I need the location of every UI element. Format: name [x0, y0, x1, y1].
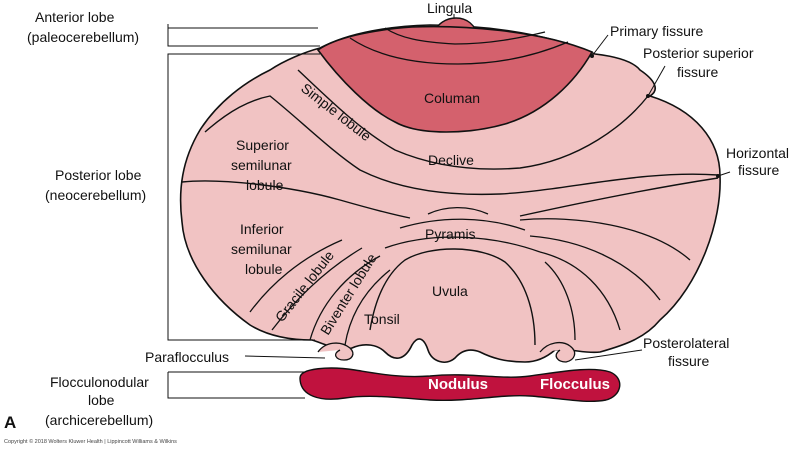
posterior-superior-fissure-line	[204, 95, 719, 196]
culmen-fold-2	[349, 37, 569, 65]
culmen-fold-1	[384, 27, 546, 45]
region-superior-2: semilunar	[231, 157, 292, 173]
label-posterolateral-2: fissure	[668, 353, 709, 369]
pyramis-fold-2	[399, 218, 526, 231]
label-horizontal-2: fissure	[738, 162, 779, 178]
uvula-right-fold	[544, 261, 576, 341]
region-superior-1: Superior	[236, 137, 289, 153]
region-flocculus: Flocculus	[540, 376, 610, 393]
horizontal-fissure-line	[181, 180, 411, 219]
label-horizontal: Horizontal	[726, 145, 789, 161]
label-lingula: Lingula	[427, 0, 472, 16]
region-inferior-2: semilunar	[231, 241, 292, 257]
culmen-shape	[316, 25, 594, 133]
pyramis-fold-top	[427, 206, 489, 215]
flocculonodular-bracket	[167, 371, 305, 399]
gracile-lobule-line-2	[271, 247, 363, 331]
primary-fissure-leader	[591, 34, 609, 57]
label-posterior-superior: Posterior superior	[643, 45, 754, 61]
posterior-superior-dot	[646, 94, 650, 98]
horizontal-fissure-dot	[716, 174, 720, 178]
horizontal-fissure-right	[519, 177, 719, 217]
paraflocculus-right	[539, 341, 576, 363]
pyramis-fold-right-3	[539, 251, 621, 331]
primary-fissure-dot	[590, 54, 594, 58]
region-inferior-3: lobule	[245, 261, 283, 277]
label-flocculonodular-2: lobe	[88, 392, 115, 408]
figure-letter: A	[4, 413, 16, 432]
region-tonsil: Tonsil	[364, 311, 400, 327]
region-nodulus: Nodulus	[428, 376, 488, 393]
paraflocculus-leader	[244, 355, 326, 359]
paraflocculus-left	[317, 342, 354, 361]
region-declive: Declive	[428, 152, 474, 168]
posterior-superior-leader	[647, 65, 666, 97]
region-inferior-1: Inferior	[240, 221, 284, 237]
region-superior-3: lobule	[246, 177, 284, 193]
label-posterolateral: Posterolateral	[643, 335, 729, 351]
pyramis-fold-right-2	[529, 235, 661, 301]
label-posterior-lobe-sub: (neocerebellum)	[45, 187, 146, 203]
primary-fissure-line	[297, 69, 649, 170]
label-flocculonodular-1: Flocculonodular	[50, 374, 149, 390]
label-anterior-lobe: Anterior lobe	[35, 9, 115, 25]
gracile-lobule-line-1	[249, 239, 343, 313]
posterolateral-leader	[574, 349, 643, 361]
biventer-lobule-line	[309, 255, 381, 341]
region-culmen: Columan	[424, 90, 480, 106]
anterior-lobe-bracket	[167, 24, 320, 47]
label-primary-fissure: Primary fissure	[610, 23, 704, 39]
label-posterior-superior-2: fissure	[677, 64, 718, 80]
label-anterior-lobe-sub: (paleocerebellum)	[27, 29, 139, 45]
posterior-lobe-bracket	[167, 53, 320, 341]
label-flocculonodular-3: (archicerebellum)	[45, 412, 153, 428]
copyright-text: Copyright © 2018 Wolters Kluwer Health |…	[4, 438, 177, 445]
label-paraflocculus: Paraflocculus	[145, 349, 229, 365]
horizontal-fissure-leader	[717, 171, 731, 177]
flocculonodular-shape	[299, 367, 621, 403]
region-uvula: Uvula	[432, 283, 468, 299]
label-posterior-lobe: Posterior lobe	[55, 167, 142, 183]
pyramis-fold-3	[384, 236, 541, 253]
pyramis-fold-right-1	[519, 218, 691, 261]
biventer-lobule-line-2	[344, 269, 391, 346]
region-pyramis: Pyramis	[425, 226, 476, 242]
uvula-outline	[369, 248, 536, 346]
